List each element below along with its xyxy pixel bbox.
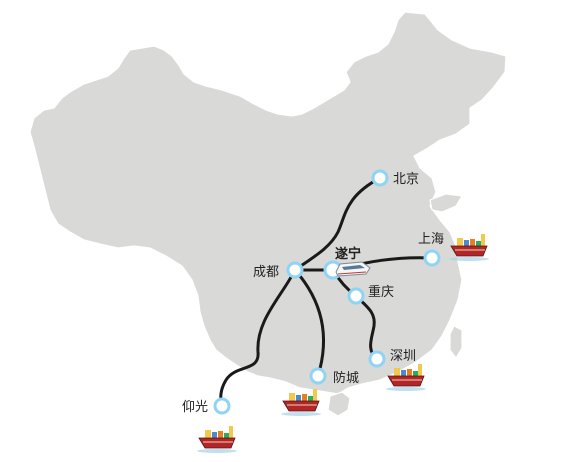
label-shenzhen: 深圳 <box>390 349 416 364</box>
node-shanghai[interactable] <box>423 249 441 267</box>
china-landmass <box>29 11 507 395</box>
cargo-ship-icon <box>449 234 489 261</box>
label-shanghai: 上海 <box>418 232 444 247</box>
high-speed-train-icon <box>335 261 371 277</box>
label-yangon: 仰光 <box>182 400 208 415</box>
node-beijing[interactable] <box>371 169 389 187</box>
label-fangcheng: 防城 <box>333 370 359 386</box>
taiwan-island <box>449 325 463 360</box>
node-shenzhen[interactable] <box>368 350 386 368</box>
route-chongqing-shenzhen <box>354 294 379 361</box>
label-chengdu: 成都 <box>253 265 279 280</box>
node-fangcheng[interactable] <box>309 367 327 385</box>
route-chengdu-yangon <box>219 268 297 408</box>
cargo-ship-icon <box>281 389 321 416</box>
node-chongqing[interactable] <box>347 287 365 305</box>
cargo-ship-icon <box>386 364 426 391</box>
route-chengdu-fangcheng <box>293 268 326 378</box>
route-chengdu-beijing <box>293 176 382 272</box>
label-chongqing: 重庆 <box>368 284 394 300</box>
node-yangon[interactable] <box>213 397 231 415</box>
label-beijing: 北京 <box>393 172 419 187</box>
label-suining: 遂宁 <box>335 246 361 262</box>
node-chengdu[interactable] <box>286 261 304 279</box>
shandong-peninsula <box>429 193 463 213</box>
hainan-island <box>327 391 351 417</box>
cargo-ship-icon <box>197 426 237 453</box>
city-nodes <box>213 169 441 415</box>
